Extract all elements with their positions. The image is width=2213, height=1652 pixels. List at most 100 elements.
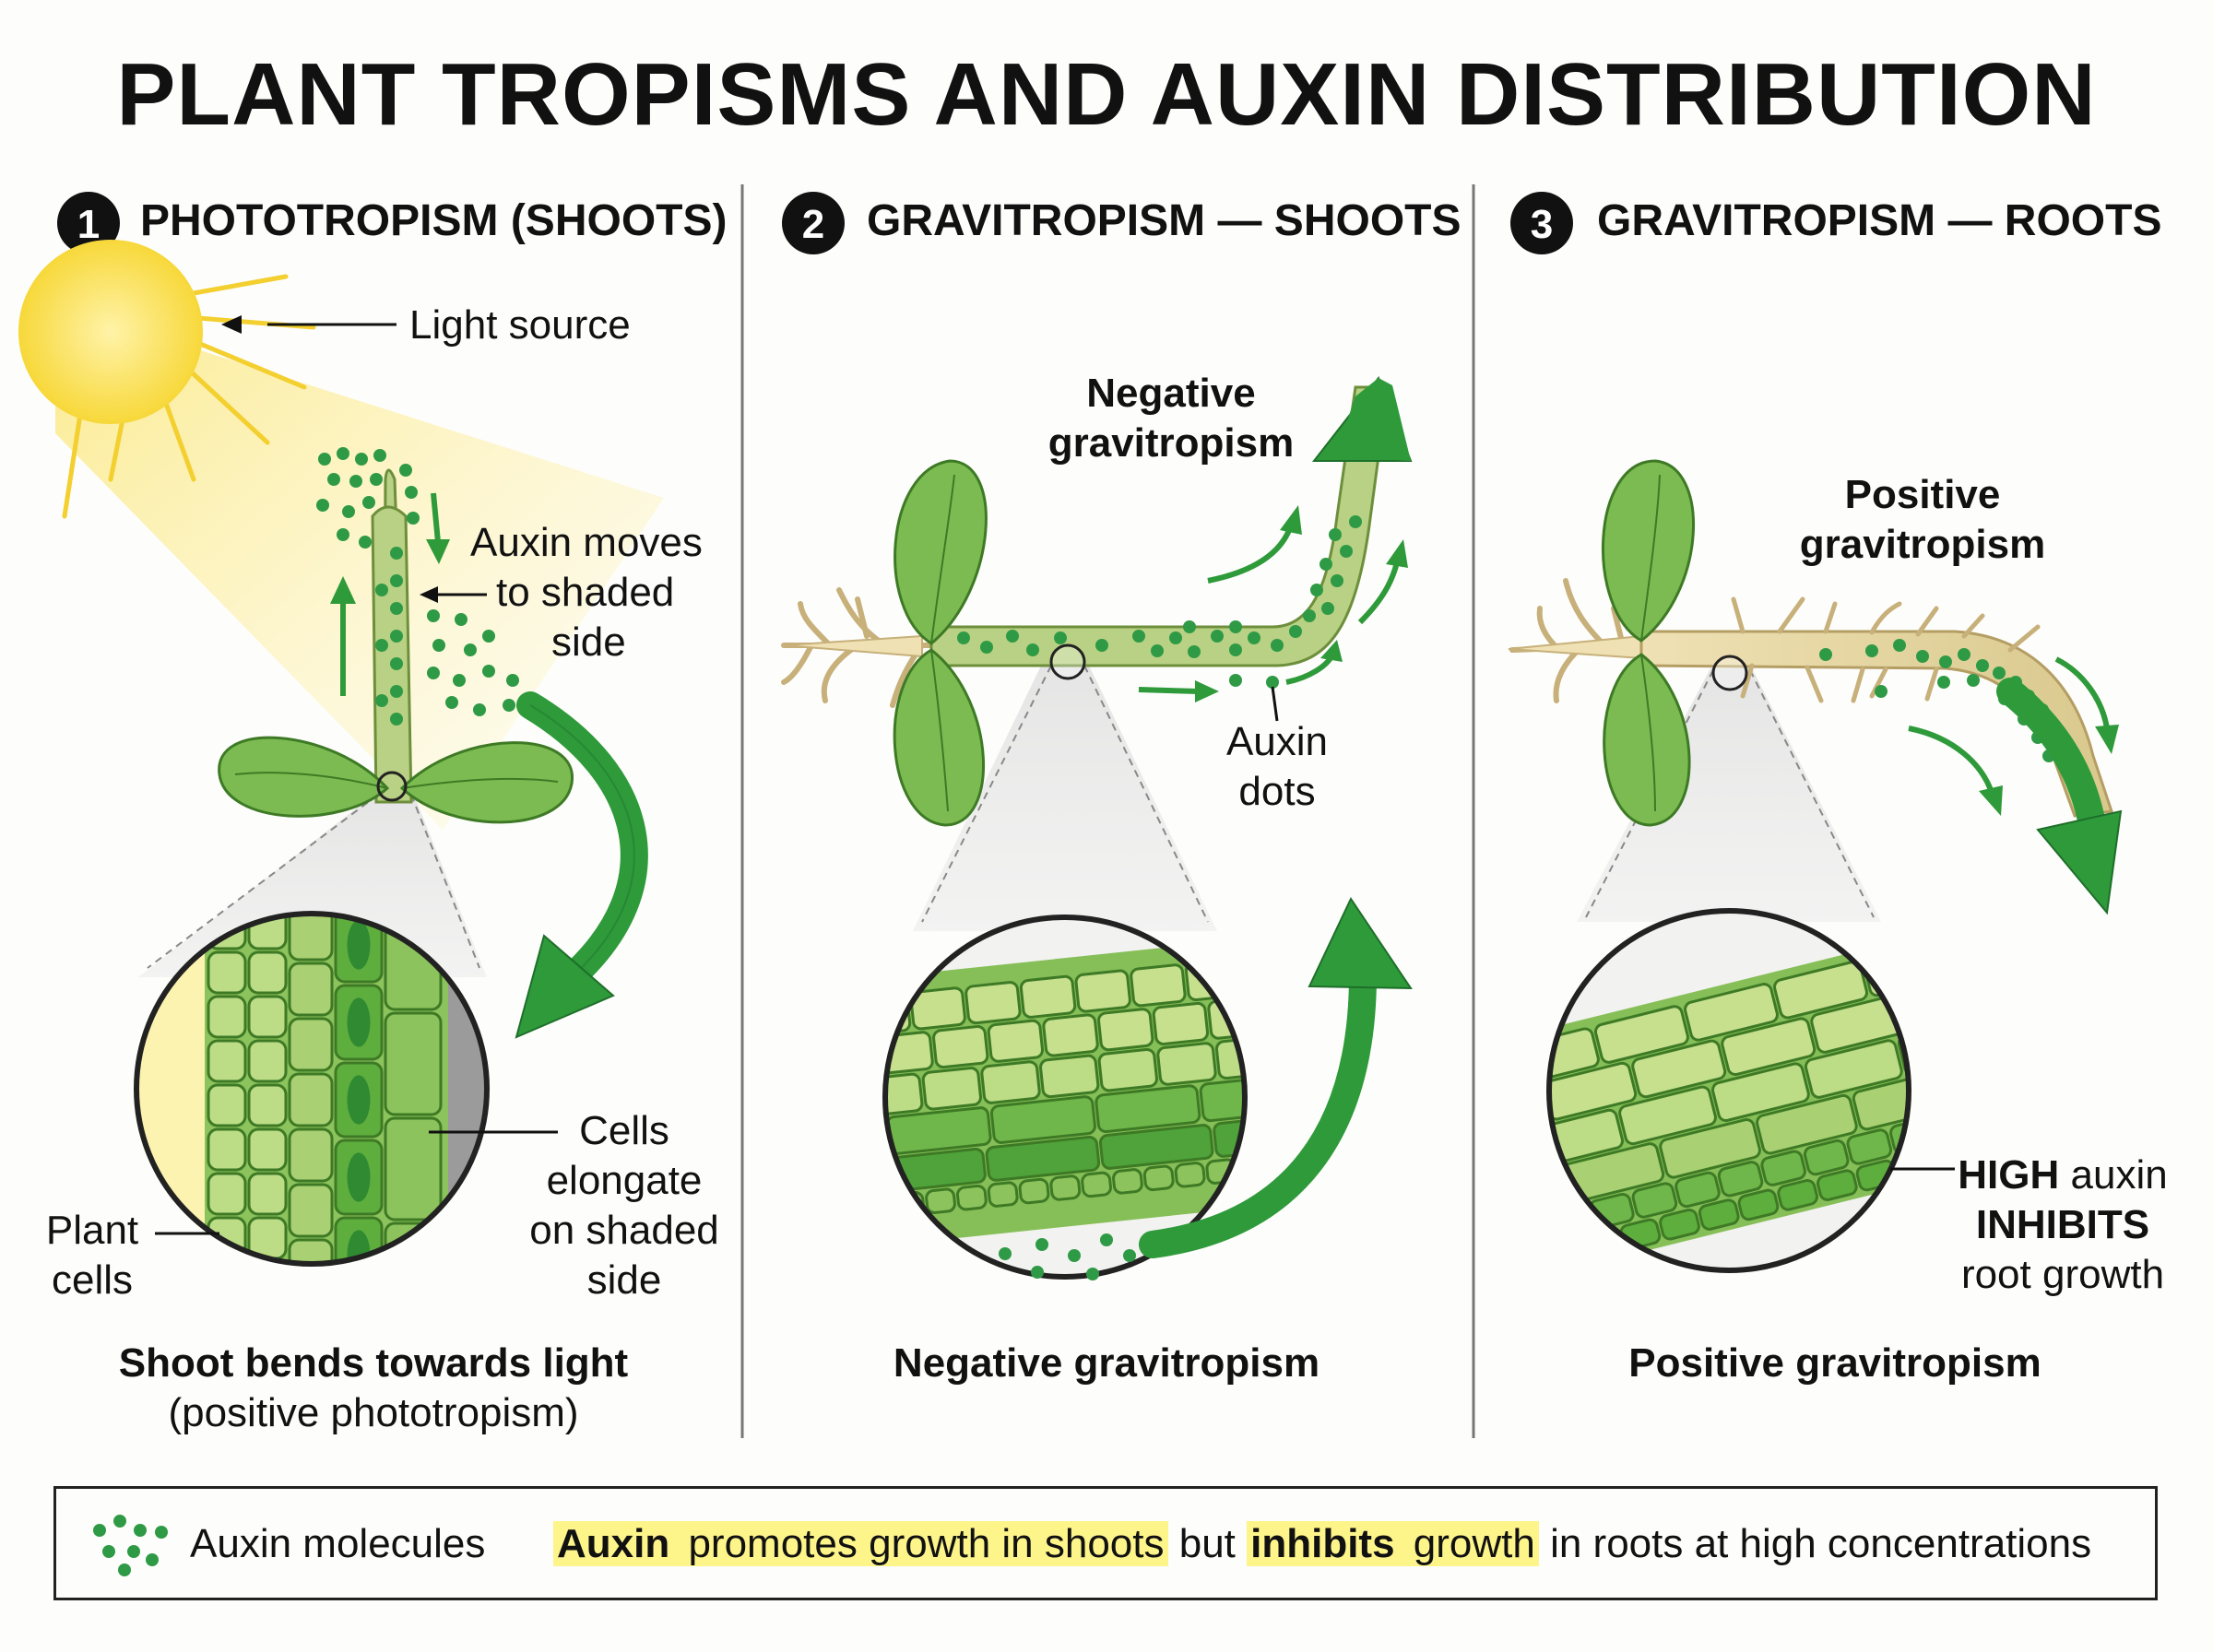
leader-line [1271,686,1279,722]
plant-cell [1130,963,1187,1008]
plant-cell [921,1067,982,1111]
seedling-leaf [399,741,574,824]
legend-auxin-label: Auxin molecules [190,1521,486,1566]
caption-gravitropism-roots: Positive gravitropism [1628,1340,2041,1386]
plant-cell [1156,1042,1217,1086]
panel-number-badge: 2 [782,192,845,254]
plant-cell [1631,1039,1727,1099]
label-auxin-moves: to shaded [496,570,675,615]
auxin-flow-arrow [1138,505,1408,702]
label-high-auxin: HIGH auxin [1947,1150,2178,1200]
plant-cell [288,962,334,1017]
growth-arrow [1996,678,2123,915]
label-auxin-dots: Auxin [1225,719,1329,764]
plant-cell [384,1116,443,1221]
plant-cell [1018,1177,1050,1205]
panel-title-gravitropism-roots: GRAVITROPISM — ROOTS [1597,196,2162,245]
plant-cell [1549,1061,1638,1121]
plant-cell [964,981,1022,1025]
label-positive-gravitropism: gravitropism [1799,522,2046,567]
label-negative-gravitropism: Negative [1086,371,1256,416]
plant-cell [207,1216,247,1260]
plant-cell [1199,1073,1245,1123]
plant-cell [247,950,288,995]
plant-cell [1659,1208,1700,1241]
cell-nucleus [347,920,371,970]
plant-cell [1816,1169,1858,1201]
plant-cell [1239,951,1245,996]
caption-phototropism-sub: (positive phototropism) [168,1390,579,1435]
plant-cell [247,1083,288,1127]
zoom-marker-circle [1049,643,1086,680]
plant-cell [207,1260,247,1264]
zoom-cone [913,664,1217,931]
plant-cell [288,1127,334,1183]
cell-zoom-circle [1546,908,1911,1273]
plant-cell [1081,1171,1112,1198]
label-cells-elongate: elongate [546,1158,703,1203]
plant-cell [909,986,966,1031]
auxin-dots [957,515,1362,689]
plant-cell [247,995,288,1039]
growth-arrow [330,576,356,696]
plant-cell [247,1172,288,1216]
legend-promotes: promotes growth in shoots [673,1521,1168,1566]
badge-number: 3 [1531,202,1553,247]
plant-cell [1049,1174,1082,1201]
zoom-marker-circle [1711,655,1748,691]
seedling-leaf [893,459,988,645]
legend-but: but [1167,1521,1248,1566]
plant-cell [1675,1171,1721,1209]
cell-nucleus [347,997,371,1047]
cell-zoom-circle [134,911,490,1267]
legend-summary: Auxin promotes growth in shoots but inhi… [553,1519,2091,1569]
plant-cell [980,1060,1041,1104]
label-plant-cells: Plant [45,1208,139,1253]
panel-title-gravitropism-shoots: GRAVITROPISM — SHOOTS [867,196,1462,245]
panel-number-badge: 1 [57,192,120,254]
plant-cell [1737,1188,1780,1221]
auxin-flow-arrow [1908,656,2119,816]
auxin-dots [999,1233,1159,1280]
plant-cell [1019,974,1077,1019]
plant-cell [1097,1008,1154,1052]
legend-auxin-icon [93,1515,168,1576]
plant-cell [384,1221,443,1264]
root-hairs [1731,596,2041,703]
plant-cell [1756,1093,1858,1155]
plant-cell [288,914,334,962]
plant-cell [288,1072,334,1127]
growth-arrow [1311,375,1413,462]
cell-nucleus [347,1152,371,1202]
plant-cell [288,1183,334,1238]
auxin-flow-arrow [426,492,450,564]
plant-cell [207,950,247,995]
panel-title-phototropism: PHOTOTROPISM (SHOOTS) [140,196,728,245]
plant-cell [1803,1139,1850,1176]
plant-cell [207,995,247,1039]
plant-cell [288,1238,334,1264]
plant-cell [207,1172,247,1216]
plant-cell [1804,1039,1903,1099]
bend-arrow [515,691,648,1039]
plant-cell [987,1181,1019,1208]
plant-cell [885,1072,924,1117]
plant-cell [1698,1198,1740,1231]
auxin-dots [316,447,519,726]
plant-cell [1846,1128,1893,1165]
plant-cell [1112,1168,1143,1195]
label-light-source: Light source [409,302,631,348]
pointer-arrow [420,586,438,603]
page-title: PLANT TROPISMS AND AUXIN DISTRIBUTION [116,45,2097,144]
plant-cell [925,1187,956,1214]
plant-cell [989,1095,1096,1144]
plant-cell [1721,1017,1817,1077]
legend-inhibits: inhibits [1247,1521,1399,1566]
label-negative-gravitropism: gravitropism [1047,420,1295,466]
growth-arrow [1139,896,1413,1258]
legend-growth: growth [1398,1521,1539,1566]
plant-cell [207,1083,247,1127]
plant-cell [207,1127,247,1172]
legend-box [53,1486,2158,1600]
